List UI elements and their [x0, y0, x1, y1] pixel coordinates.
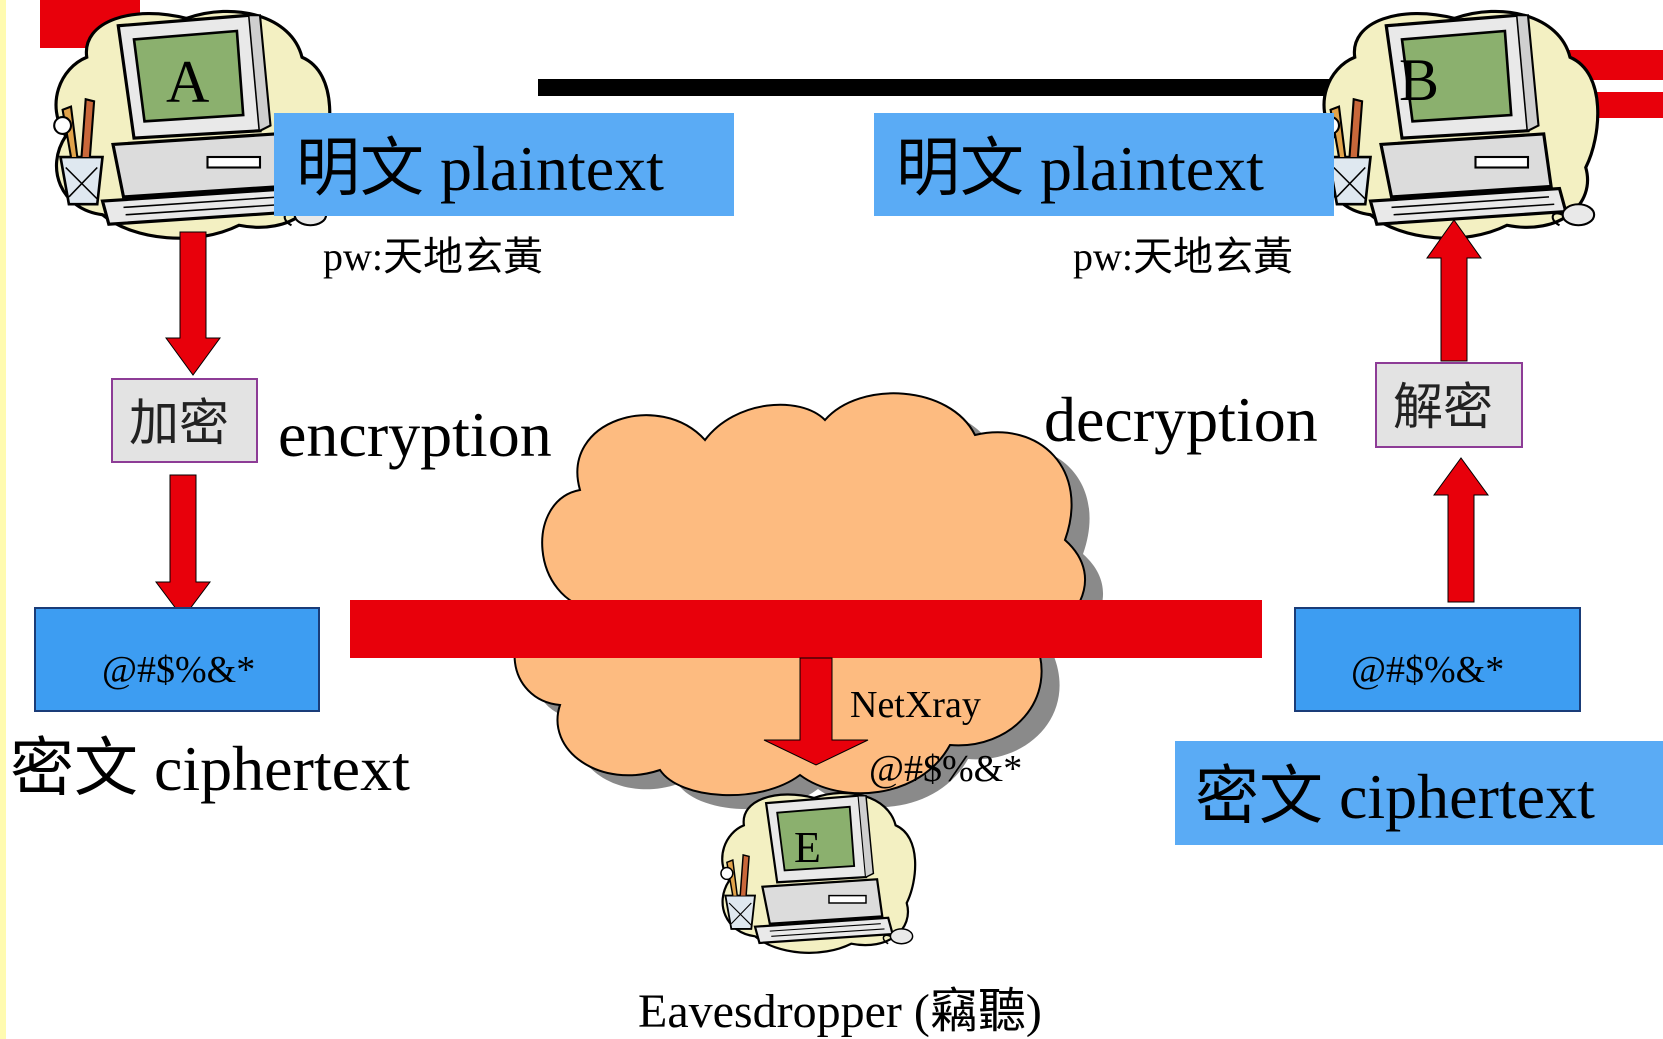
- password-right: pw:天地玄黃: [1073, 234, 1293, 279]
- computer-a-letter: A: [166, 49, 210, 115]
- arrow-a-to-encrypt: [165, 231, 221, 376]
- arrow-encrypt-to-cipher: [155, 474, 211, 619]
- arrow-bar-to-e: [763, 657, 869, 766]
- computer-b-icon: [1320, 9, 1600, 240]
- computer-b-letter: B: [1399, 47, 1440, 113]
- encrypt-box: 加密: [111, 378, 258, 463]
- decryption-label: decryption: [1044, 384, 1318, 455]
- plaintext-label-right: 明文 plaintext: [874, 113, 1334, 216]
- left-edge-stripe: [0, 0, 6, 1039]
- eavesdropper-label: Eavesdropper (竊聽): [638, 985, 1042, 1038]
- ciphertext-label-right: 密文 ciphertext: [1175, 741, 1663, 845]
- netxray-label: NetXray: [850, 684, 981, 726]
- top-black-line: [538, 79, 1438, 96]
- password-left: pw:天地玄黃: [323, 234, 543, 279]
- cipher-box-right: @#$%&*: [1294, 607, 1581, 712]
- ciphertext-label-left: 密文 ciphertext: [10, 733, 410, 804]
- transmission-bar: [350, 600, 1262, 658]
- encryption-label: encryption: [278, 399, 552, 470]
- plaintext-label-left: 明文 plaintext: [274, 113, 734, 216]
- computer-e-icon: [719, 791, 917, 954]
- arrow-decrypt-to-b: [1426, 219, 1482, 362]
- netxray-symbols: @#$%&*: [869, 748, 1023, 790]
- cipher-box-left: @#$%&*: [34, 607, 320, 712]
- decrypt-box: 解密: [1375, 362, 1523, 448]
- computer-e-letter: E: [794, 823, 821, 872]
- arrow-cipher-to-decrypt: [1433, 457, 1489, 603]
